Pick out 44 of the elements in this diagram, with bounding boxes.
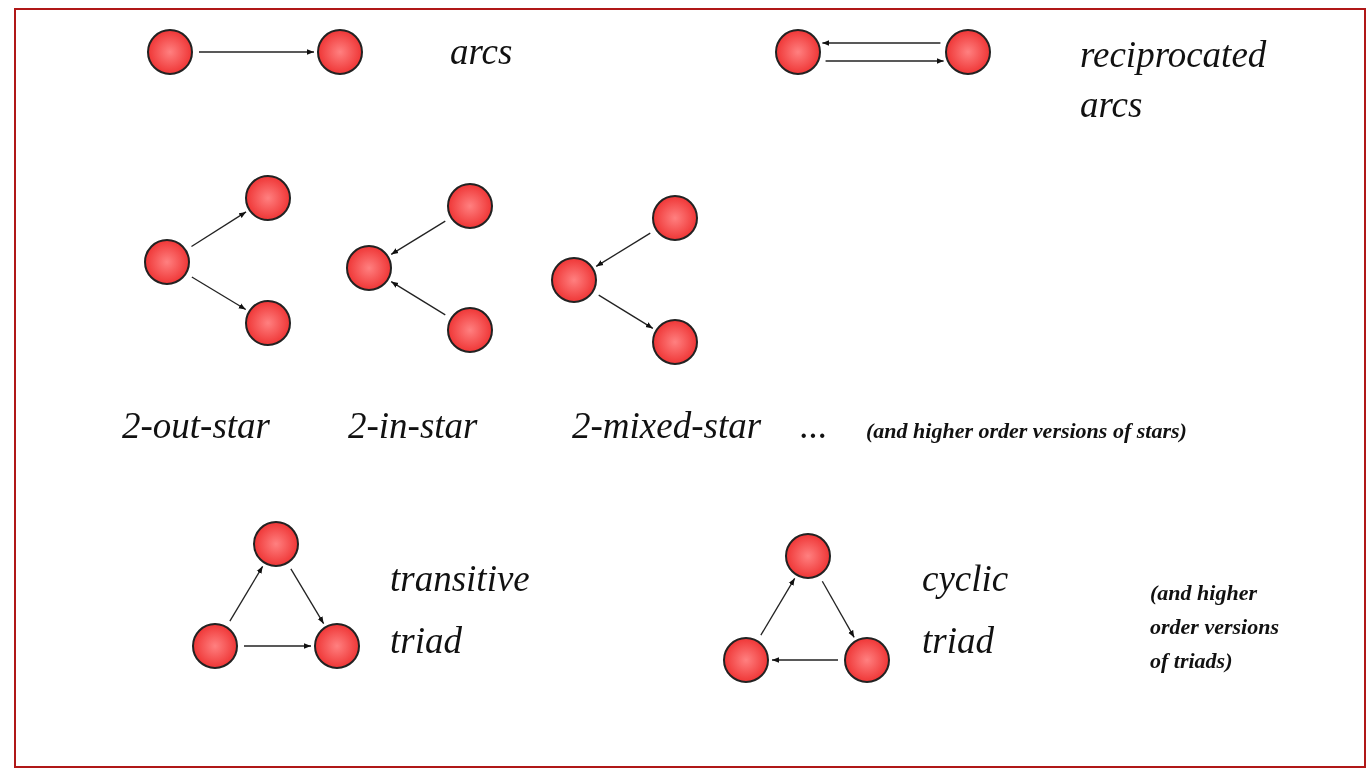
arrow bbox=[824, 58, 945, 64]
node-circle bbox=[192, 623, 238, 669]
caption-text: cyclic triad bbox=[922, 557, 1010, 663]
node-circle bbox=[652, 195, 698, 241]
node-circle bbox=[245, 175, 291, 221]
arrow bbox=[595, 232, 651, 268]
node-circle bbox=[253, 521, 299, 567]
node-circle bbox=[447, 183, 493, 229]
arrow bbox=[821, 580, 855, 639]
caption-text: 2-mixed-star bbox=[572, 404, 762, 448]
arrow bbox=[229, 565, 264, 622]
caption-text: reciprocated arcs bbox=[1080, 33, 1268, 127]
node-circle bbox=[551, 257, 597, 303]
note-text: (and higher order versions of triads) bbox=[1150, 579, 1280, 675]
arrow bbox=[290, 568, 325, 625]
arrow bbox=[771, 657, 839, 663]
node-circle bbox=[147, 29, 193, 75]
arrow bbox=[390, 220, 446, 256]
node-circle bbox=[775, 29, 821, 75]
node-circle bbox=[245, 300, 291, 346]
arrow bbox=[598, 294, 654, 330]
node-circle bbox=[346, 245, 392, 291]
caption-text: transitive triad bbox=[390, 557, 531, 663]
arrow bbox=[198, 49, 315, 55]
arrow bbox=[191, 276, 247, 311]
caption-text: 2-in-star bbox=[348, 404, 478, 448]
arrow bbox=[243, 643, 312, 649]
caption-text: arcs bbox=[450, 30, 513, 74]
node-circle bbox=[144, 239, 190, 285]
arrow bbox=[190, 211, 247, 248]
note-text: (and higher order versions of stars) bbox=[866, 418, 1187, 445]
node-circle bbox=[785, 533, 831, 579]
node-circle bbox=[652, 319, 698, 365]
node-circle bbox=[314, 623, 360, 669]
node-circle bbox=[945, 29, 991, 75]
arrow bbox=[821, 40, 942, 46]
arrow bbox=[760, 577, 796, 636]
node-circle bbox=[317, 29, 363, 75]
node-circle bbox=[447, 307, 493, 353]
node-circle bbox=[723, 637, 769, 683]
ellipsis-text: ... bbox=[800, 404, 828, 448]
node-circle bbox=[844, 637, 890, 683]
arrow bbox=[390, 280, 446, 316]
caption-text: 2-out-star bbox=[122, 404, 270, 448]
